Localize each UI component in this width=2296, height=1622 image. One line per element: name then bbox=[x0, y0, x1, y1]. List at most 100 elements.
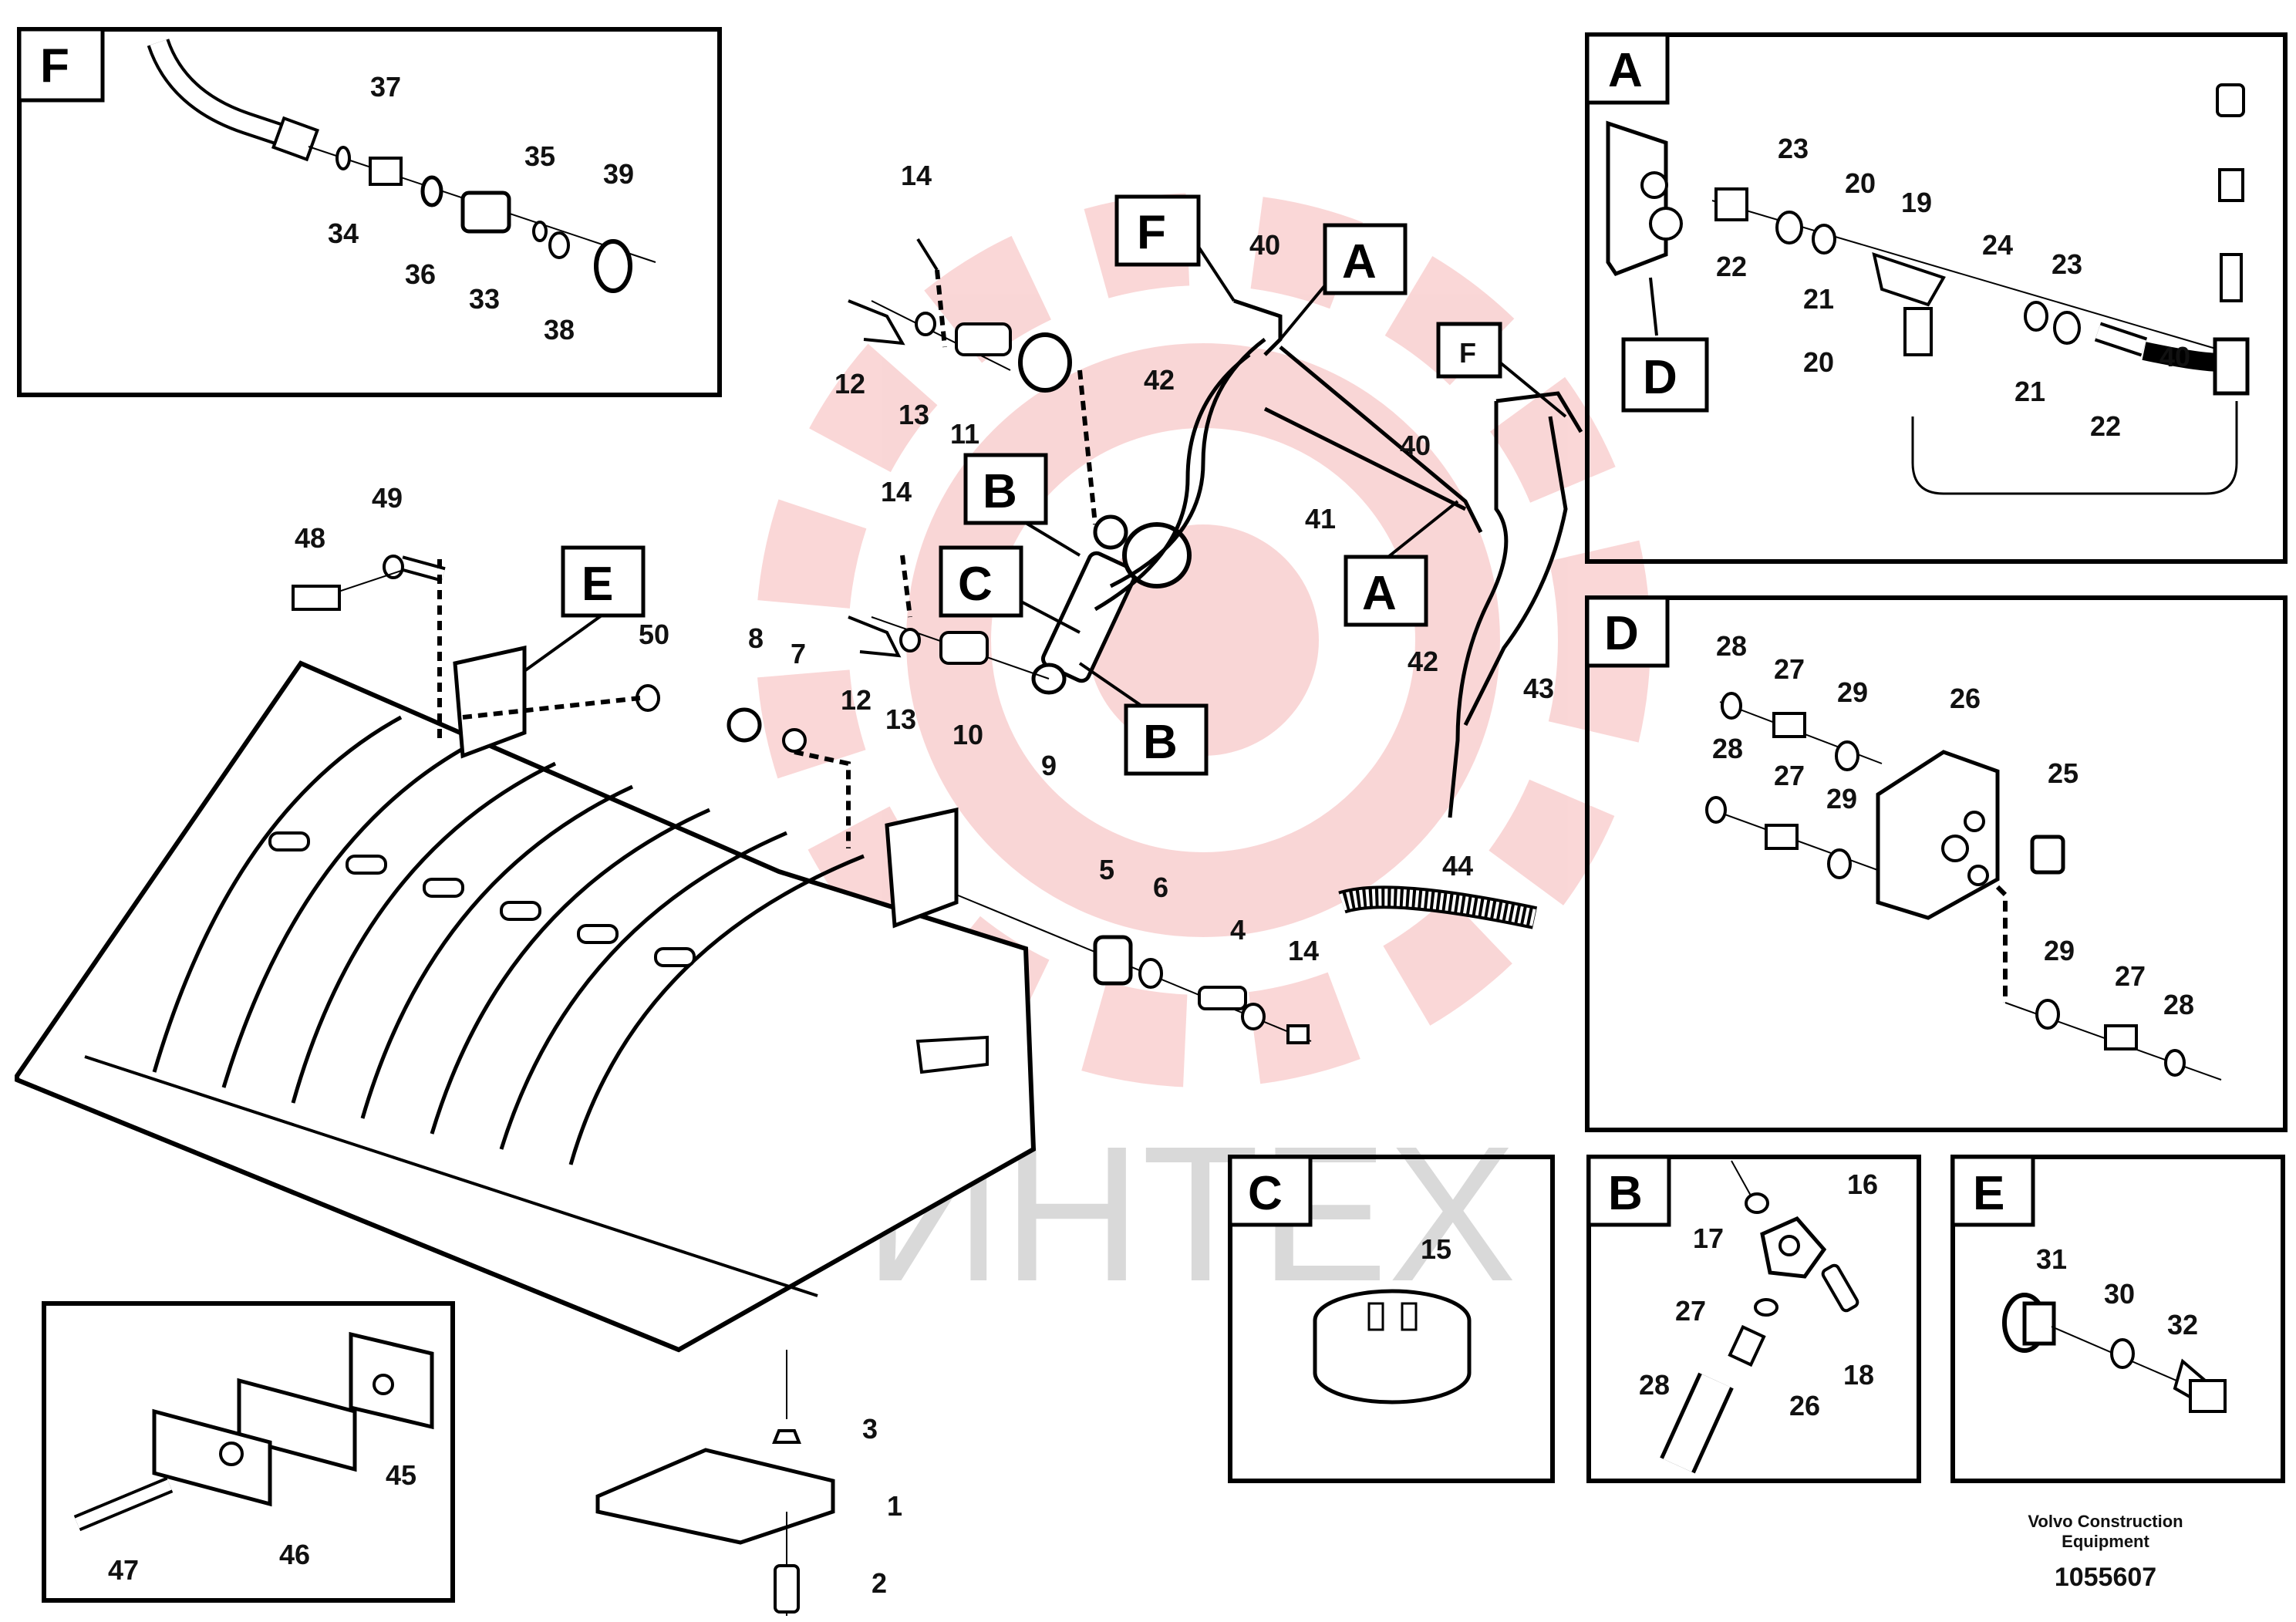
part-label-40-mid: 40 bbox=[1400, 430, 1431, 461]
view-letter-e: E bbox=[1973, 1167, 2004, 1220]
part-label-6: 6 bbox=[1153, 872, 1168, 903]
part-label-12-b: 12 bbox=[841, 684, 872, 716]
view-letter-c: C bbox=[1248, 1167, 1283, 1220]
part-label-37: 37 bbox=[370, 71, 401, 103]
part-label-29c: 29 bbox=[2044, 935, 2075, 966]
part-label-45: 45 bbox=[386, 1459, 416, 1491]
view-b-labels: 16 17 27 18 28 26 bbox=[1639, 1168, 1878, 1421]
view-e-labels: 31 30 32 bbox=[2036, 1243, 2198, 1340]
part-label-15: 15 bbox=[1421, 1233, 1451, 1265]
part-label-21b: 21 bbox=[2014, 376, 2045, 407]
part-label-26b: 26 bbox=[1789, 1390, 1820, 1421]
pin-set-lower bbox=[292, 555, 1050, 848]
part-label-19: 19 bbox=[1901, 187, 1932, 218]
part-label-40a: 40 bbox=[2159, 341, 2190, 373]
part-label-38: 38 bbox=[544, 314, 575, 346]
detail-view-d: D bbox=[1585, 595, 2288, 1132]
brand-line-2: Equipment bbox=[2062, 1532, 2149, 1551]
callout-b-lower: B bbox=[1143, 716, 1178, 769]
part-label-27c: 27 bbox=[2115, 960, 2146, 992]
brand-line-1: Volvo Construction bbox=[2028, 1512, 2183, 1531]
wear-plate bbox=[595, 1350, 835, 1616]
part-label-25: 25 bbox=[2048, 757, 2079, 789]
part-label-1: 1 bbox=[887, 1490, 902, 1522]
part-label-4: 4 bbox=[1230, 914, 1246, 946]
part-label-42-lower: 42 bbox=[1408, 646, 1438, 677]
view-letter-f: F bbox=[40, 39, 69, 93]
part-label-40-upper: 40 bbox=[1249, 229, 1280, 261]
part-label-34: 34 bbox=[328, 218, 359, 249]
detail-view-b: B bbox=[1586, 1155, 1921, 1483]
detail-view-a: A D bbox=[1585, 32, 2288, 564]
callout-b-upper: B bbox=[983, 465, 1017, 518]
callout-e: E bbox=[582, 558, 613, 611]
main-callouts: F A F B C A E B bbox=[523, 194, 1567, 776]
part-label-41: 41 bbox=[1305, 503, 1336, 534]
part-label-14-a: 14 bbox=[901, 160, 932, 191]
callout-a-upper: A bbox=[1342, 235, 1377, 288]
part-label-29b: 29 bbox=[1826, 783, 1857, 814]
part-label-18: 18 bbox=[1843, 1359, 1874, 1391]
main-part-labels: 14 12 13 11 40 42 40 41 14 12 13 10 9 48… bbox=[295, 160, 1554, 1599]
part-label-10: 10 bbox=[952, 719, 983, 750]
part-label-28b: 28 bbox=[1712, 733, 1743, 764]
part-label-11: 11 bbox=[950, 418, 979, 450]
part-label-23b: 23 bbox=[2052, 248, 2082, 280]
part-label-48: 48 bbox=[295, 522, 325, 554]
view-a-labels: 23 20 19 22 21 24 23 20 40 21 22 bbox=[1716, 133, 2190, 442]
part-label-36: 36 bbox=[405, 258, 436, 290]
pin-set-right bbox=[956, 894, 1312, 1044]
part-label-43: 43 bbox=[1523, 673, 1554, 704]
part-label-27b: 27 bbox=[1774, 760, 1805, 791]
part-label-2: 2 bbox=[872, 1567, 887, 1599]
callout-f-small: F bbox=[1459, 337, 1476, 369]
view-letter-d: D bbox=[1604, 607, 1639, 660]
part-label-33: 33 bbox=[469, 283, 500, 315]
part-label-35: 35 bbox=[524, 140, 555, 172]
part-label-24: 24 bbox=[1982, 229, 2013, 261]
view-d-labels: 28 27 29 26 28 27 29 25 29 27 28 bbox=[1712, 630, 2194, 1020]
callout-f-upper: F bbox=[1137, 206, 1166, 259]
view-letter-b: B bbox=[1608, 1167, 1643, 1220]
detail-view-f: F bbox=[17, 27, 722, 397]
detail-view-e: E bbox=[1950, 1155, 2285, 1483]
part-label-20b: 20 bbox=[1803, 346, 1834, 378]
part-label-21: 21 bbox=[1803, 283, 1834, 315]
part-label-28d: 28 bbox=[1639, 1369, 1670, 1401]
part-label-3: 3 bbox=[862, 1413, 878, 1445]
part-label-47: 47 bbox=[108, 1554, 139, 1586]
clamp-labels: 45 47 46 bbox=[108, 1459, 416, 1586]
part-label-5: 5 bbox=[1099, 854, 1114, 885]
part-label-39: 39 bbox=[603, 158, 634, 190]
part-label-9: 9 bbox=[1041, 750, 1057, 781]
part-label-7: 7 bbox=[791, 638, 806, 669]
part-label-12-a: 12 bbox=[834, 368, 865, 400]
part-label-13-a: 13 bbox=[899, 399, 929, 430]
part-label-22b: 22 bbox=[2090, 410, 2121, 442]
part-label-26: 26 bbox=[1950, 683, 1981, 714]
view-f-labels: 37 35 39 34 36 33 38 bbox=[328, 71, 634, 346]
part-label-14-c: 14 bbox=[1288, 935, 1319, 966]
part-label-46: 46 bbox=[279, 1539, 310, 1570]
part-label-14-b: 14 bbox=[881, 476, 912, 508]
part-label-13-b: 13 bbox=[885, 703, 916, 735]
part-label-28: 28 bbox=[1716, 630, 1747, 662]
drawing-number: 1055607 bbox=[2054, 1563, 2157, 1592]
part-label-50: 50 bbox=[639, 619, 669, 650]
drawing-footer: Volvo Construction Equipment 1055607 bbox=[1990, 1512, 2221, 1593]
bucket-assembly bbox=[15, 645, 1037, 1353]
hydraulic-hoses bbox=[1094, 298, 1583, 929]
part-label-49: 49 bbox=[372, 482, 403, 514]
part-label-32: 32 bbox=[2167, 1309, 2198, 1340]
part-label-31: 31 bbox=[2036, 1243, 2067, 1275]
part-label-27d: 27 bbox=[1675, 1295, 1706, 1327]
part-label-42-upper: 42 bbox=[1144, 364, 1175, 396]
part-label-28c: 28 bbox=[2163, 989, 2194, 1020]
detail-view-c: C bbox=[1228, 1155, 1555, 1483]
detail-view-clamp bbox=[42, 1301, 455, 1603]
pin-set-upper bbox=[848, 238, 1097, 525]
part-label-17: 17 bbox=[1693, 1222, 1724, 1254]
view-letter-a: A bbox=[1608, 44, 1643, 97]
view-a-callout-d: D bbox=[1643, 351, 1677, 404]
